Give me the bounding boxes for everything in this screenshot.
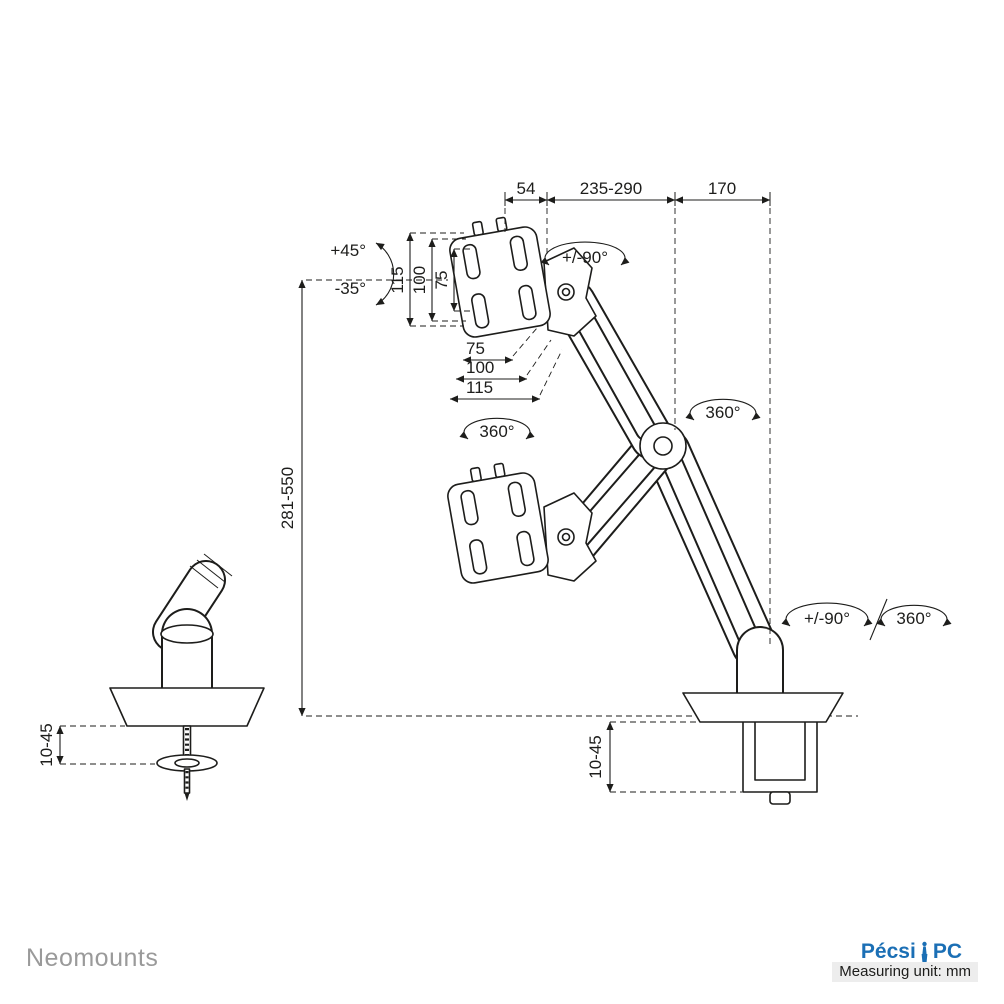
angle-label-tilt-down: -35° [335,279,366,298]
vesa-plate-upper [449,216,551,338]
angle-label-rotate-arm: 360° [705,403,740,422]
dim-height-range: 281-550 [278,279,448,717]
side-view-clamp [109,553,265,801]
measuring-unit-note: Measuring unit: mm [832,962,978,982]
dim-label-54: 54 [517,179,536,198]
dim-label-clamp-main: 10-45 [586,735,605,778]
vesa-head-upper [543,247,597,337]
dim-label-clamp-side: 10-45 [37,723,56,766]
dim-label-170: 170 [708,179,736,198]
neomounts-logo: Neomounts [26,944,159,972]
dim-label-height-range: 281-550 [278,467,297,529]
dim-clamp-main: 10-45 [586,721,742,793]
dim-clamp-side: 10-45 [37,723,155,767]
angle-separator-slash [869,598,888,641]
dim-label-235-290: 235-290 [580,179,642,198]
vendor-logo: Pécsi PC [861,940,962,964]
angle-annotations: +45° -35° +/-90° 360° 360° +/-90° 360° [330,241,952,641]
vendor-name-part2: PC [932,940,962,963]
angle-label-rotate-vesa: 360° [479,422,514,441]
tv-tower-icon [918,941,931,963]
angle-label-rotate-base: 360° [896,609,931,628]
monitor-arm-assembly [552,280,777,668]
elbow-joint [639,422,687,470]
angle-label-tilt-up: +45° [330,241,366,260]
break-hatch-lines [189,553,233,589]
desk-clamp-base [682,626,844,805]
vendor-name-part1: Pécsi [860,940,916,963]
angle-label-swivel-base: +/-90° [804,609,850,628]
dim-label-vesa-h-100: 100 [466,358,494,377]
clamp-screw [156,725,218,801]
vesa-plate-lower [447,462,549,584]
angle-label-swivel-head: +/-90° [562,248,608,267]
dim-label-vesa-h-75: 75 [466,339,485,358]
vesa-head-lower [543,492,597,582]
dims-top: 54 235-290 170 [504,179,771,645]
dims-vesa-horizontal: 75 100 115 [449,327,563,403]
dim-label-vesa-h-115: 115 [466,378,493,397]
